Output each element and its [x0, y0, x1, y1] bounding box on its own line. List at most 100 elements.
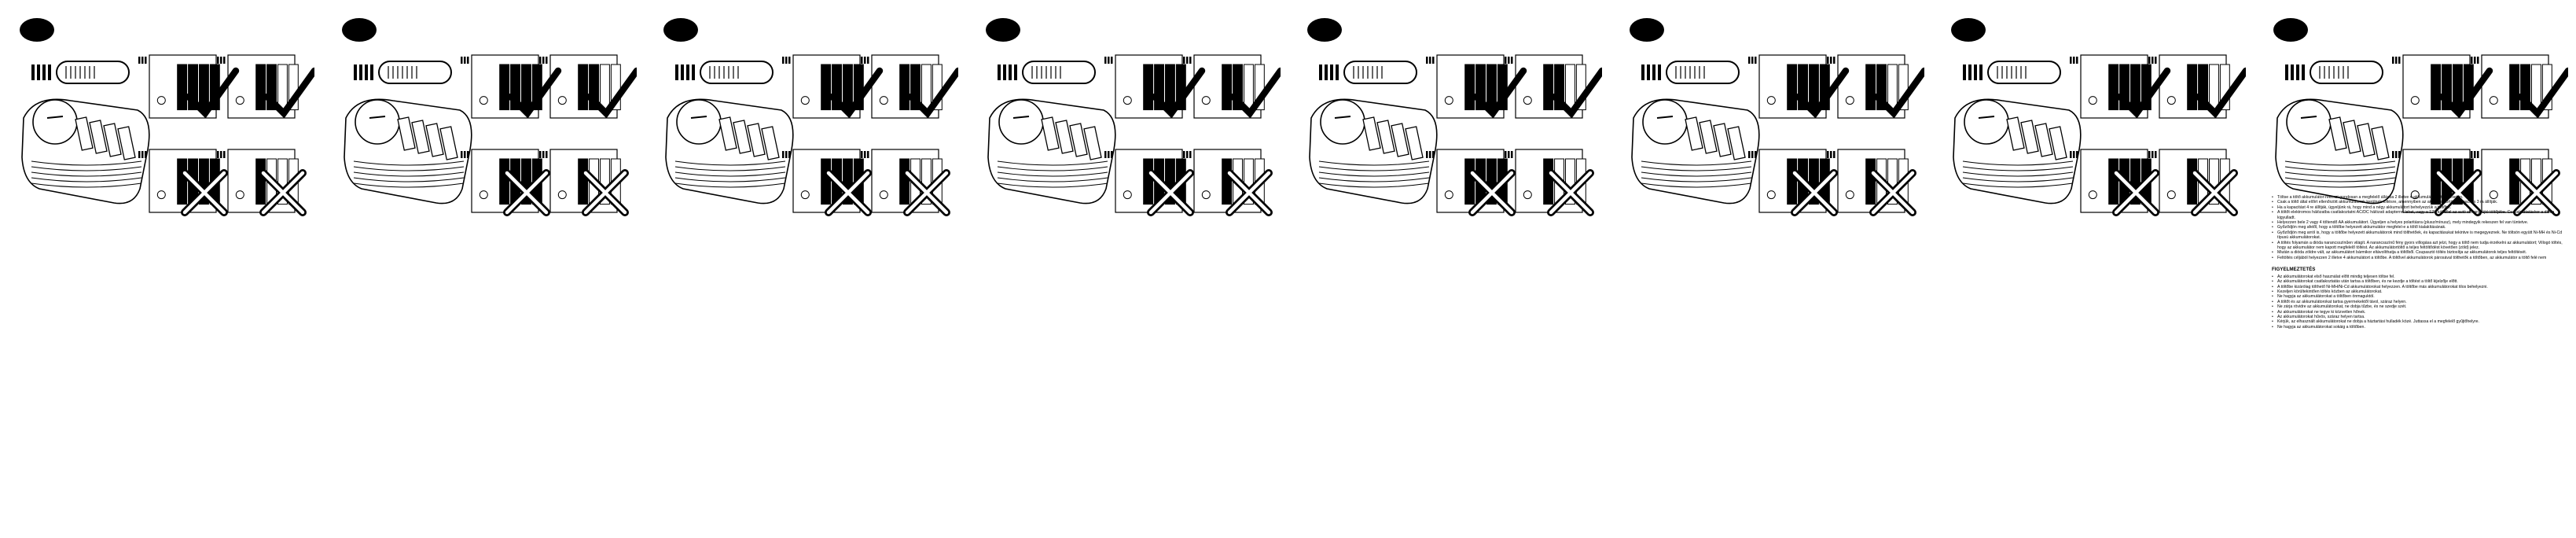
battery-state-box — [2392, 54, 2474, 119]
cross-icon — [1791, 169, 1838, 216]
manual-list-item: Helyezzen bele 2 vagy 4 töltendő AA akku… — [2272, 220, 2567, 226]
check-icon — [2116, 67, 2171, 119]
charger-top — [31, 61, 130, 84]
manual-list-item: Az akkumulátorokat hűvös, száraz helyen … — [2272, 315, 2567, 320]
manual-list-item: Kérjük, az elhasznált akkumulátorokat ne… — [2272, 319, 2567, 325]
warning-items-list: Az akkumulátorokat első használat előtt … — [2272, 275, 2567, 330]
battery-state-box — [861, 54, 943, 119]
charger-top — [1319, 61, 1417, 84]
instruction-panel — [1931, 0, 2246, 236]
charger-illustration — [344, 98, 472, 205]
manual-text: Töltse a töltő akkumulátor-rekeszt gondo… — [2272, 195, 2567, 330]
charger-illustration — [21, 98, 150, 205]
manual-list-item: A töltőt elektromos hálózatba csatlakozt… — [2272, 210, 2567, 220]
battery-state-box — [1426, 54, 1508, 119]
manual-items-list: Töltse a töltő akkumulátor-rekeszt gondo… — [2272, 195, 2567, 261]
manual-list-item: Csak a töltő által előírt ellenőrzött ak… — [2272, 200, 2567, 205]
battery-state-box — [217, 149, 299, 213]
instruction-panel — [644, 0, 958, 236]
battery-state-box — [461, 149, 542, 213]
battery-state-box — [1748, 149, 1830, 213]
charger-top — [1641, 61, 1740, 84]
cross-icon — [181, 169, 228, 216]
manual-list-item: Töltse a töltő akkumulátor-rekeszt gondo… — [2272, 195, 2567, 201]
check-icon — [507, 67, 562, 119]
check-icon — [2438, 67, 2493, 119]
battery-state-box — [2070, 149, 2152, 213]
charger-illustration — [987, 98, 1116, 205]
manual-list-item: Az akkumulátorokat első használat előtt … — [2272, 275, 2567, 280]
check-icon — [2517, 67, 2568, 119]
check-icon — [1472, 67, 1527, 119]
battery-state-box — [1104, 149, 1186, 213]
check-icon — [263, 67, 314, 119]
charger-illustration — [1309, 98, 1438, 205]
page-marker — [1307, 18, 1342, 42]
check-icon — [1551, 67, 1602, 119]
page-marker — [1951, 18, 1986, 42]
battery-state-box — [1827, 149, 1909, 213]
battery-state-box — [1426, 149, 1508, 213]
battery-state-box — [2471, 54, 2552, 119]
battery-state-box — [1183, 149, 1265, 213]
manual-list-item: Az akkumulátorokat ne tegye ki közvetlen… — [2272, 310, 2567, 315]
charger-top — [998, 61, 1096, 84]
page-marker — [1630, 18, 1664, 42]
charger-top — [1963, 61, 2061, 84]
instruction-panel — [1288, 0, 1602, 236]
check-icon — [1873, 67, 1924, 119]
cross-icon — [503, 169, 550, 216]
check-icon — [907, 67, 958, 119]
manual-list-item: Feltöltés céljából helyezzen 2 illetve 4… — [2272, 256, 2567, 261]
check-icon — [1151, 67, 1206, 119]
manual-list-item: Miután a dióda zöldre vált, az akkumulát… — [2272, 250, 2567, 256]
charger-top — [675, 61, 774, 84]
battery-state-box — [461, 54, 542, 119]
manual-list-item: Kezeljen körültekintően töltés közben az… — [2272, 289, 2567, 295]
page-marker — [342, 18, 377, 42]
battery-state-box — [861, 149, 943, 213]
charger-illustration — [1953, 98, 2082, 205]
manual-list-item: A töltőt és az akkumulátorokat tartsa gy… — [2272, 300, 2567, 305]
warning-heading: FIGYELMEZTETÉS — [2272, 267, 2316, 273]
cross-icon — [1147, 169, 1194, 216]
check-icon — [1229, 67, 1281, 119]
battery-state-box — [782, 149, 864, 213]
manual-list-item: Az akkumulátorokat csatlakoztatás után t… — [2272, 279, 2567, 285]
battery-state-box — [782, 54, 864, 119]
check-icon — [829, 67, 884, 119]
cross-icon — [1547, 169, 1594, 216]
cross-icon — [2191, 169, 2238, 216]
manual-list-item: Ha a kapacitást 4 re állítják, ügyeljünk… — [2272, 205, 2567, 211]
cross-icon — [582, 169, 629, 216]
instruction-panel — [966, 0, 1281, 236]
manual-list-item: A töltőbe kizárólag tölthető Ni-MH/Ni-Cd… — [2272, 285, 2567, 290]
check-icon — [2195, 67, 2246, 119]
cross-icon — [903, 169, 950, 216]
cross-icon — [2112, 169, 2159, 216]
charger-top — [354, 61, 452, 84]
instruction-panel — [1610, 0, 1924, 236]
page-marker — [20, 18, 54, 42]
cross-icon — [825, 169, 872, 216]
manual-list-item: A töltés folyamán a dióda narancsszínűen… — [2272, 241, 2567, 251]
page-marker — [2273, 18, 2308, 42]
battery-state-box — [539, 149, 621, 213]
manual-list-item: Győződjön meg afelől, hogy a töltőbe hel… — [2272, 225, 2567, 230]
battery-state-box — [1748, 54, 1830, 119]
check-icon — [185, 67, 240, 119]
cross-icon — [259, 169, 307, 216]
cross-icon — [1869, 169, 1916, 216]
battery-state-box — [1104, 54, 1186, 119]
charger-illustration — [665, 98, 794, 205]
manual-list-item: Ne hagyja az akkumulátorokat sokáig a tö… — [2272, 325, 2567, 330]
battery-state-box — [217, 54, 299, 119]
battery-state-box — [1505, 149, 1586, 213]
battery-state-box — [138, 149, 220, 213]
instruction-panel — [2254, 0, 2568, 236]
manual-list-item: Ne zárja rövidre az akkumulátorokat, ne … — [2272, 304, 2567, 310]
instruction-panel — [322, 0, 637, 236]
charger-top — [2285, 61, 2383, 84]
cross-icon — [1226, 169, 1273, 216]
battery-state-box — [1183, 54, 1265, 119]
